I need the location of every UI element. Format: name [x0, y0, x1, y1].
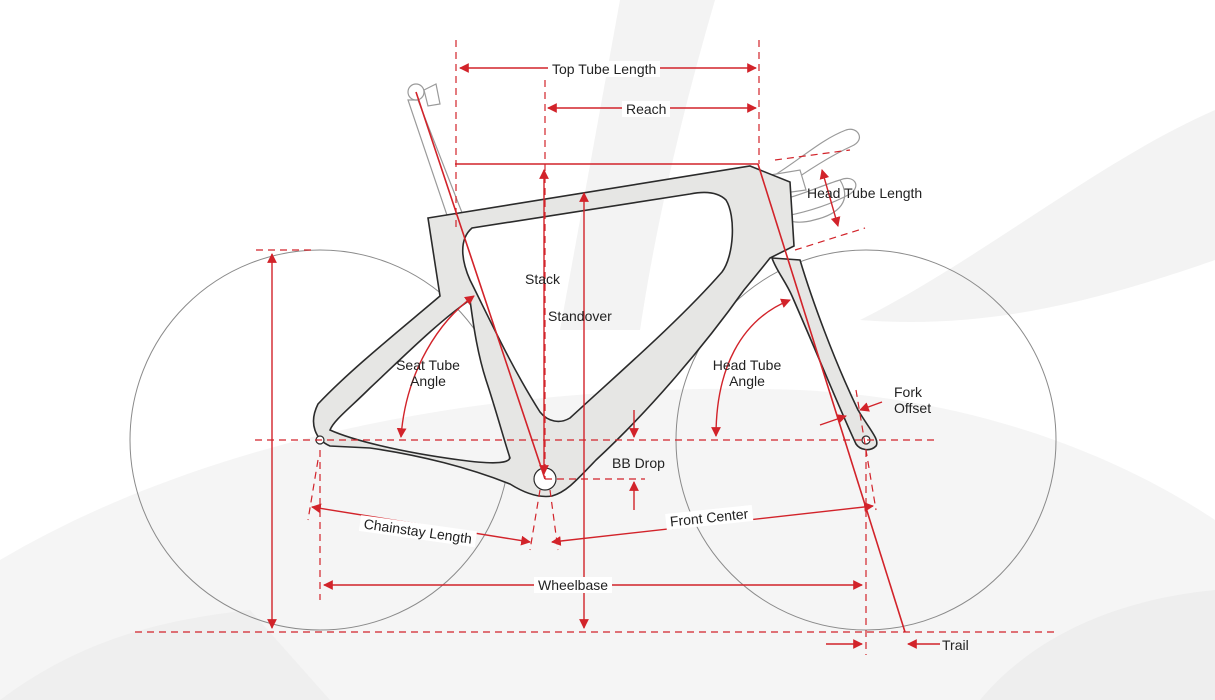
seat-tube-angle-line2: Angle	[410, 373, 446, 389]
trail-label: Trail	[942, 637, 969, 653]
head-tube-angle-arc	[711, 298, 791, 437]
fork-offset-arrow-left	[819, 414, 847, 426]
head-tube-angle-label: Head Tube Angle	[702, 357, 792, 389]
solid-geometry-lines	[415, 91, 906, 633]
reach-label: Reach	[622, 101, 671, 117]
fork-offset-line1: Fork	[894, 384, 922, 400]
fork-offset-label: Fork Offset	[894, 384, 931, 416]
head-tube-length-arrow	[819, 169, 841, 227]
head-tube-angle-line2: Angle	[729, 373, 765, 389]
standover-label: Standover	[548, 308, 612, 324]
fork	[770, 257, 878, 451]
top-tube-length-label: Top Tube Length	[548, 61, 661, 77]
wheelbase-label: Wheelbase	[534, 577, 613, 593]
seat-tube-angle-arc	[396, 295, 475, 438]
fork-offset-line2: Offset	[894, 400, 932, 416]
fork-offset-arrow-right	[859, 401, 883, 412]
head-tube-length-label: Head Tube Length	[807, 185, 923, 201]
seat-tube-angle-label: Seat Tube Angle	[388, 357, 468, 389]
bb-drop-label: BB Drop	[612, 455, 665, 471]
stack-label: Stack	[525, 271, 561, 287]
seat-tube-angle-line1: Seat Tube	[396, 357, 460, 373]
dashed-reference-lines	[135, 40, 1055, 655]
head-tube-angle-line1: Head Tube	[712, 357, 782, 373]
